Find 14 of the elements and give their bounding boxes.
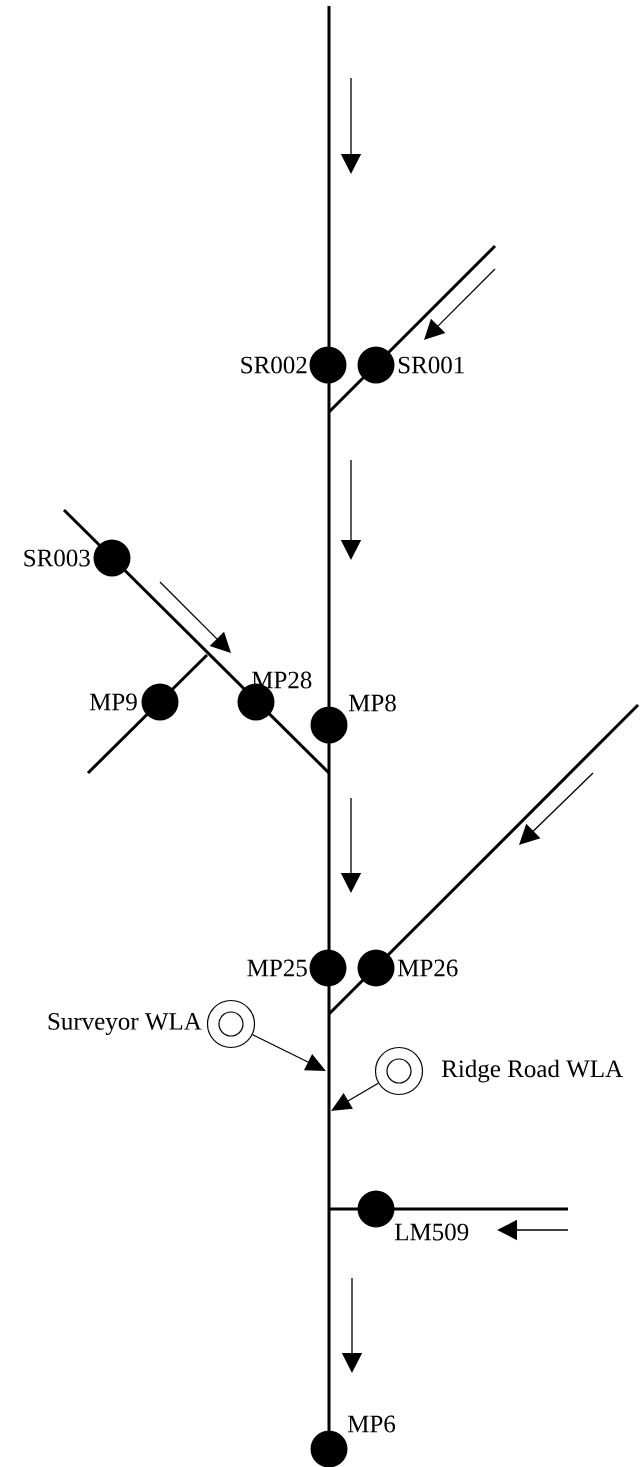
point-label: Ridge Road WLA: [441, 1059, 623, 1083]
point-label: MP9: [89, 693, 137, 711]
point-label: MP8: [348, 694, 396, 712]
point-label: MP26: [397, 959, 458, 977]
point-label: Surveyor WLA: [48, 1013, 202, 1035]
point-label: SR002: [241, 356, 307, 374]
point-label: MP6: [347, 1415, 396, 1433]
arrow: [251, 1034, 326, 1071]
point-label: SR003: [24, 549, 90, 567]
point-label: SR001: [398, 356, 464, 374]
point-label: MP25: [247, 959, 307, 977]
point-label: LM509: [394, 1223, 469, 1241]
point-label: MP28: [251, 671, 312, 689]
arrow: [331, 1082, 379, 1111]
